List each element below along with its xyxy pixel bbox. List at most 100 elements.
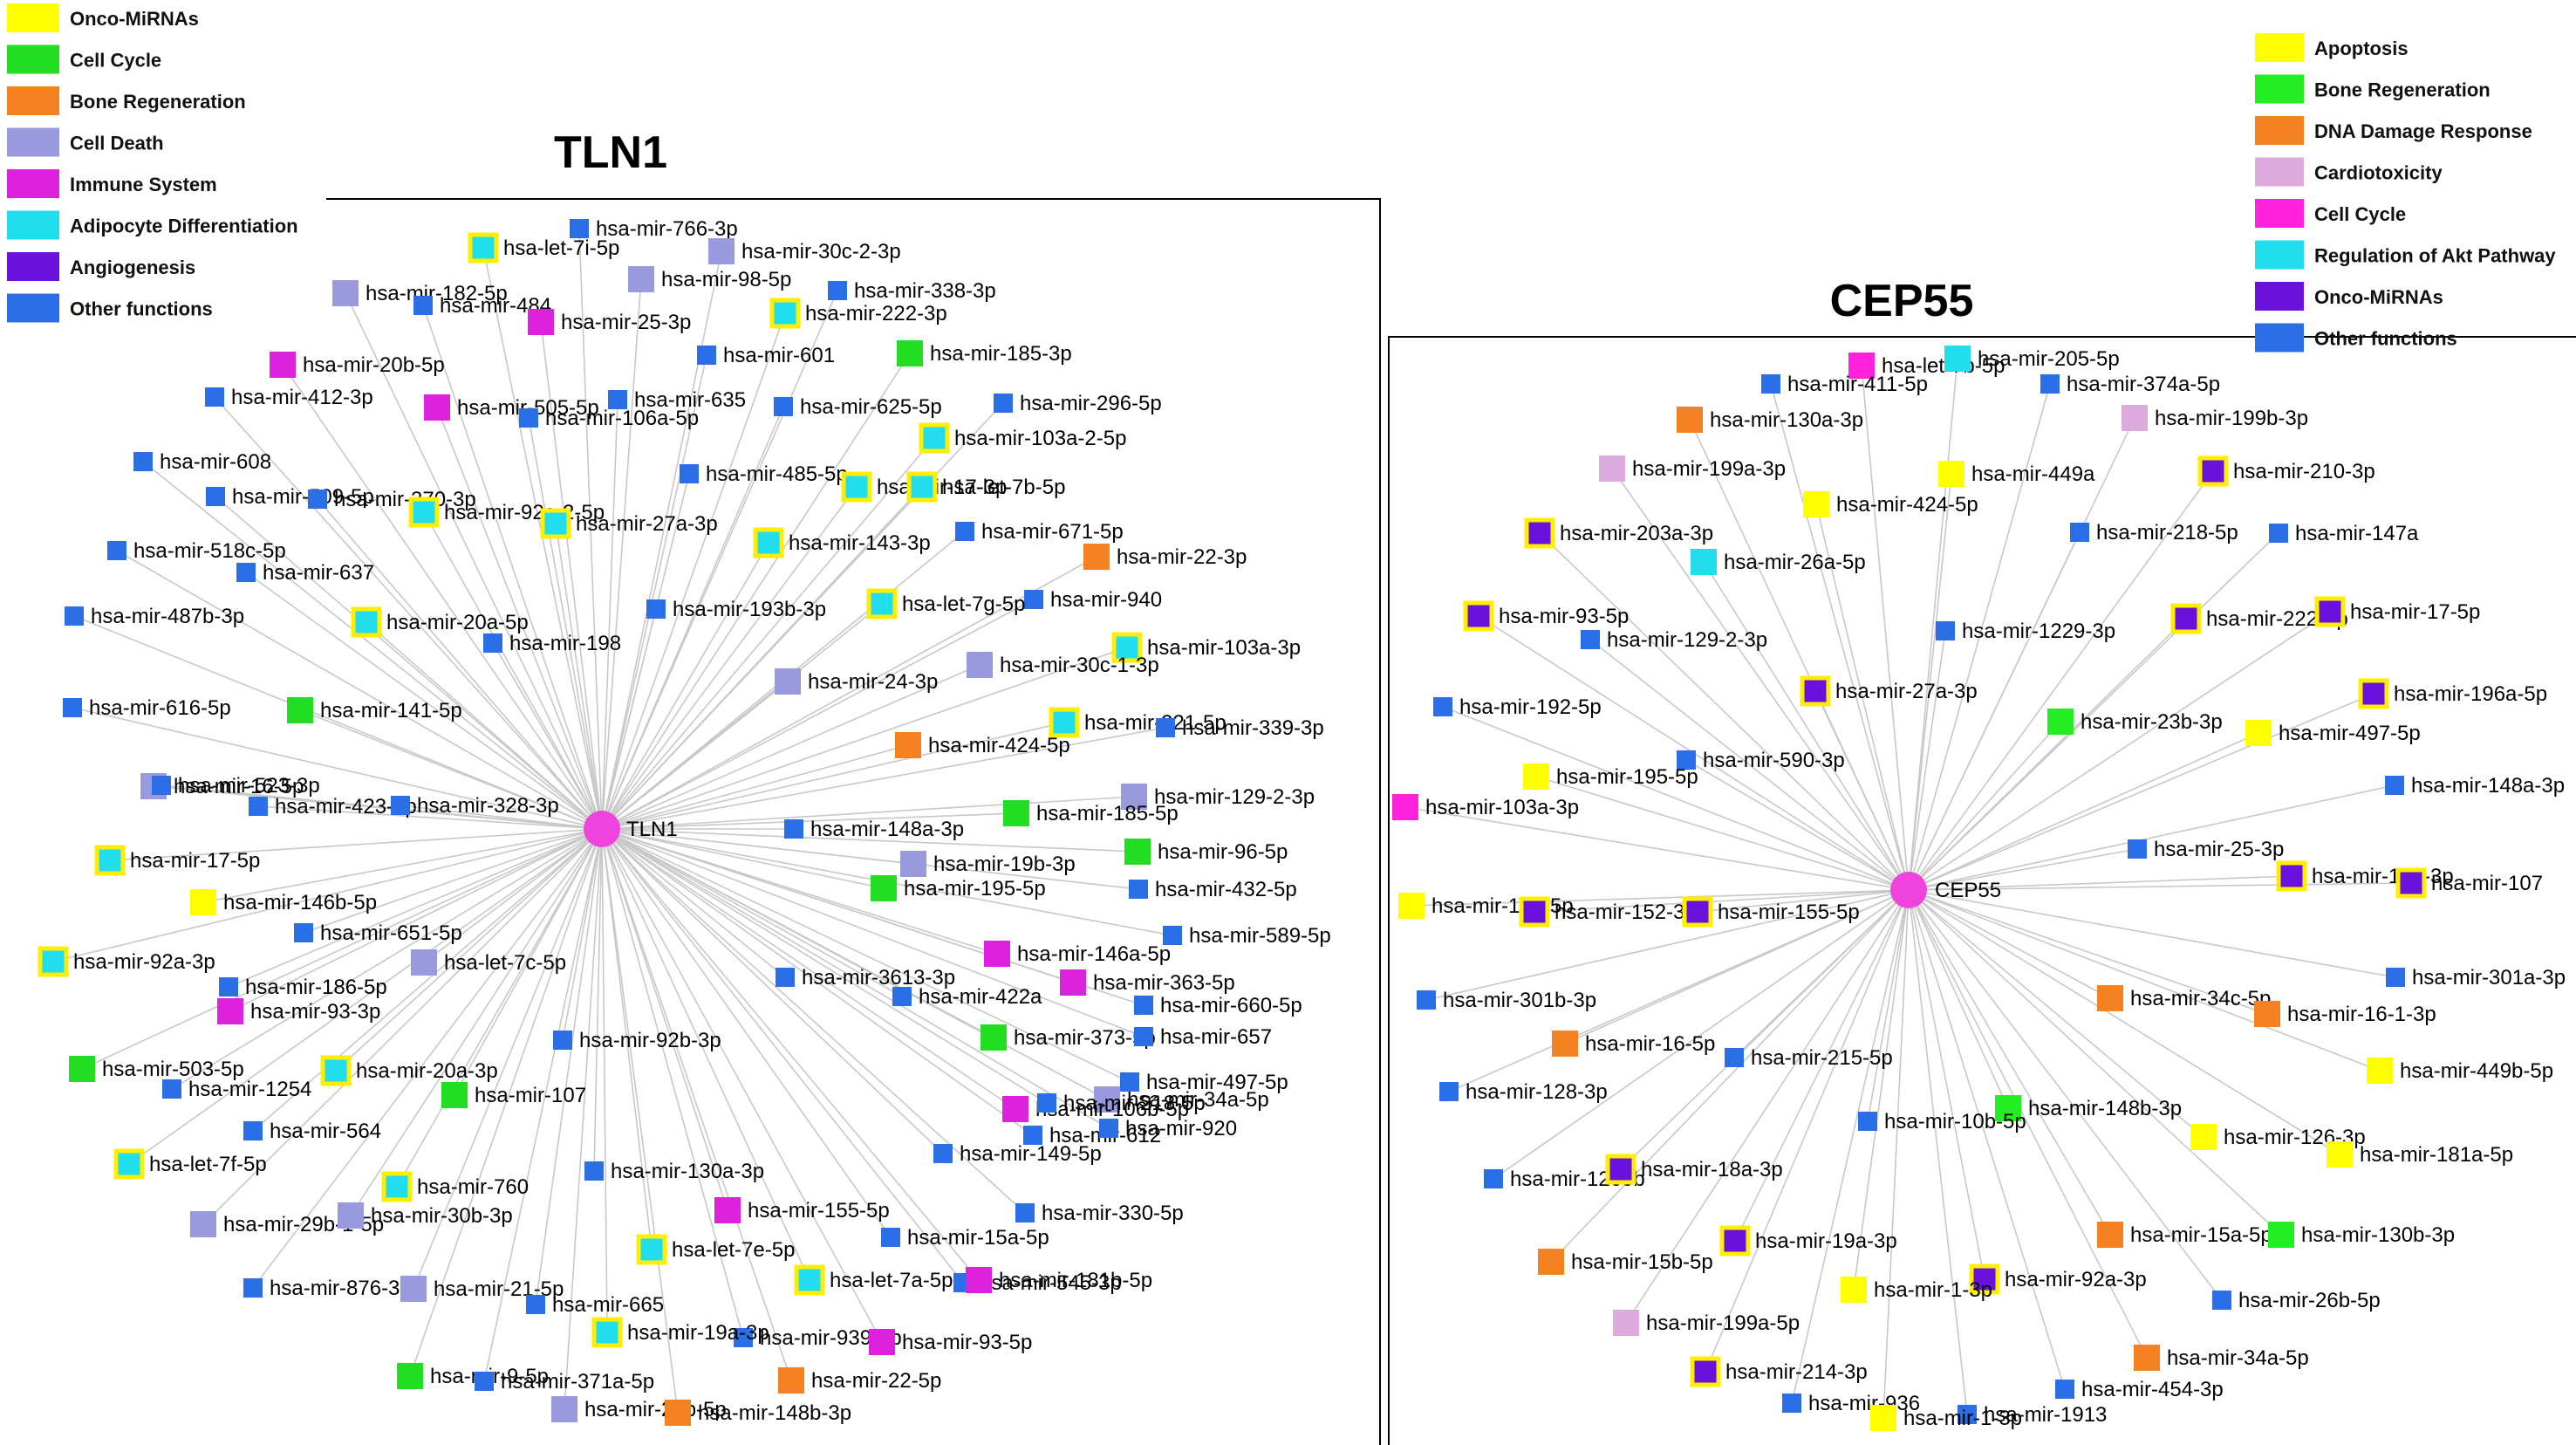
cep55-mirna-node[interactable]: hsa-mir-129-2-3p <box>1581 628 1767 652</box>
cep55-mirna-node[interactable]: hsa-mir-128-3p <box>1439 1080 1608 1104</box>
tln1-node-square[interactable] <box>483 633 502 653</box>
tln1-node-square[interactable] <box>892 987 912 1006</box>
cep55-mirna-node[interactable]: hsa-mir-199a-5p <box>1613 1310 1800 1336</box>
tln1-node-square[interactable] <box>900 851 926 877</box>
tln1-mirna-node[interactable]: hsa-mir-34a-5p <box>1094 1086 1269 1113</box>
cep55-node-square[interactable] <box>2190 1124 2217 1150</box>
tln1-mirna-node[interactable]: hsa-mir-616-5p <box>63 696 231 720</box>
tln1-mirna-node[interactable]: hsa-mir-25-3p <box>528 309 691 335</box>
tln1-mirna-node[interactable]: hsa-mir-222-3p <box>769 298 947 329</box>
cep55-hub[interactable]: CEP55 <box>1890 872 2001 908</box>
cep55-mirna-node[interactable]: hsa-mir-199a-3p <box>1599 455 1786 482</box>
tln1-node-square[interactable] <box>881 1228 900 1247</box>
tln1-node-square[interactable] <box>217 998 243 1024</box>
cep55-node-square[interactable] <box>1398 893 1425 919</box>
tln1-node-square[interactable] <box>1111 632 1143 663</box>
tln1-mirna-node[interactable]: hsa-mir-17-3p <box>841 471 1007 503</box>
tln1-mirna-node[interactable]: hsa-mir-660-5p <box>1134 994 1302 1017</box>
tln1-node-square[interactable] <box>1129 880 1148 899</box>
tln1-mirna-node[interactable]: hsa-mir-487b-3p <box>65 605 244 628</box>
tln1-node-square[interactable] <box>391 796 410 815</box>
cep55-node-square[interactable] <box>2134 1345 2160 1371</box>
tln1-mirna-node[interactable]: hsa-mir-155-5p <box>714 1197 890 1223</box>
cep55-mirna-node[interactable]: hsa-mir-18a-3p <box>1605 1154 1783 1185</box>
tln1-node-square[interactable] <box>338 1202 364 1229</box>
tln1-hub[interactable]: TLN1 <box>584 811 678 847</box>
tln1-mirna-node[interactable]: hsa-mir-19b-3p <box>900 851 1076 877</box>
cep55-node-square[interactable] <box>1677 407 1703 433</box>
cep55-node-square[interactable] <box>2327 1141 2353 1168</box>
cep55-node-square[interactable] <box>1944 346 1971 372</box>
tln1-node-square[interactable] <box>162 1079 181 1099</box>
tln1-node-square[interactable] <box>933 1144 953 1163</box>
tln1-mirna-node[interactable]: hsa-mir-30b-3p <box>338 1202 513 1229</box>
tln1-node-square[interactable] <box>408 497 440 528</box>
tln1-mirna-node[interactable]: hsa-mir-518c-5p <box>107 539 286 563</box>
cep55-mirna-node[interactable]: hsa-mir-497-5p <box>2245 720 2421 746</box>
tln1-node-square[interactable] <box>424 394 450 421</box>
tln1-node-square[interactable] <box>866 588 898 620</box>
cep55-node-square[interactable] <box>1841 1277 1867 1303</box>
tln1-node-square[interactable] <box>190 1211 216 1237</box>
tln1-mirna-node[interactable]: hsa-mir-98-5p <box>628 266 791 292</box>
cep55-node-square[interactable] <box>1870 1405 1896 1431</box>
cep55-node-square[interactable] <box>2254 1001 2280 1027</box>
tln1-hub-node[interactable] <box>584 811 620 847</box>
cep55-node-square[interactable] <box>1463 600 1494 632</box>
cep55-node-square[interactable] <box>1439 1082 1459 1101</box>
tln1-node-square[interactable] <box>320 1055 352 1086</box>
tln1-node-square[interactable] <box>734 1328 753 1347</box>
cep55-node-square[interactable] <box>2122 405 2148 431</box>
tln1-node-square[interactable] <box>1120 1072 1139 1092</box>
tln1-mirna-node[interactable]: hsa-mir-185-5p <box>1003 800 1179 826</box>
cep55-mirna-node[interactable]: hsa-mir-93-5p <box>1463 600 1629 632</box>
tln1-mirna-node[interactable]: hsa-let-7f-5p <box>113 1148 267 1180</box>
cep55-node-square[interactable] <box>1803 491 1829 517</box>
cep55-mirna-node[interactable]: hsa-mir-130b-3p <box>2268 1222 2455 1248</box>
tln1-mirna-node[interactable]: hsa-mir-181b-5p <box>966 1267 1152 1293</box>
tln1-mirna-node[interactable]: hsa-mir-509-5p <box>206 485 374 509</box>
tln1-node-square[interactable] <box>774 397 793 416</box>
tln1-node-square[interactable] <box>984 941 1010 967</box>
tln1-mirna-node[interactable]: hsa-mir-412-3p <box>205 386 373 409</box>
tln1-node-square[interactable] <box>133 452 153 471</box>
cep55-hub-node[interactable] <box>1890 872 1927 908</box>
tln1-node-square[interactable] <box>206 487 225 506</box>
tln1-mirna-node[interactable]: hsa-mir-665 <box>526 1293 664 1317</box>
tln1-node-square[interactable] <box>967 652 993 678</box>
tln1-node-square[interactable] <box>841 471 872 503</box>
tln1-mirna-node[interactable]: hsa-mir-93-3p <box>217 998 380 1024</box>
tln1-node-square[interactable] <box>776 968 795 987</box>
tln1-node-square[interactable] <box>784 819 803 839</box>
tln1-node-square[interactable] <box>38 946 69 977</box>
cep55-mirna-node[interactable]: hsa-mir-34a-5p <box>2134 1345 2309 1371</box>
cep55-mirna-node[interactable]: hsa-mir-15a-5p <box>2097 1222 2272 1248</box>
tln1-node-square[interactable] <box>981 1024 1007 1051</box>
tln1-node-square[interactable] <box>1037 1093 1056 1113</box>
cep55-node-square[interactable] <box>1725 1048 1744 1067</box>
cep55-node-square[interactable] <box>1719 1225 1751 1257</box>
tln1-mirna-node[interactable]: hsa-mir-106b-5p <box>1002 1096 1189 1122</box>
tln1-node-square[interactable] <box>591 1317 623 1348</box>
tln1-mirna-node[interactable]: hsa-mir-185-3p <box>897 340 1072 366</box>
tln1-mirna-node[interactable]: hsa-mir-148a-3p <box>784 818 964 841</box>
cep55-mirna-node[interactable]: hsa-mir-34c-5p <box>2097 985 2271 1011</box>
tln1-node-square[interactable] <box>526 1295 545 1314</box>
tln1-node-square[interactable] <box>697 346 716 365</box>
tln1-mirna-node[interactable]: hsa-mir-15a-5p <box>881 1226 1049 1250</box>
tln1-node-square[interactable] <box>243 1121 263 1140</box>
tln1-node-square[interactable] <box>1083 544 1110 570</box>
tln1-mirna-node[interactable]: hsa-let-7b-5p <box>906 471 1065 503</box>
cep55-node-square[interactable] <box>1800 675 1831 707</box>
tln1-node-square[interactable] <box>570 219 589 238</box>
tln1-node-square[interactable] <box>1002 1096 1028 1122</box>
cep55-node-square[interactable] <box>2358 678 2389 709</box>
tln1-node-square[interactable] <box>551 1396 577 1422</box>
cep55-node-square[interactable] <box>2367 1058 2393 1084</box>
tln1-node-square[interactable] <box>540 508 571 539</box>
cep55-node-square[interactable] <box>2212 1291 2231 1310</box>
tln1-mirna-node[interactable]: hsa-mir-296-5p <box>994 392 1162 415</box>
tln1-mirna-node[interactable]: hsa-mir-564 <box>243 1120 381 1143</box>
tln1-node-square[interactable] <box>413 296 433 315</box>
tln1-mirna-node[interactable]: hsa-mir-22-3p <box>1083 544 1247 570</box>
